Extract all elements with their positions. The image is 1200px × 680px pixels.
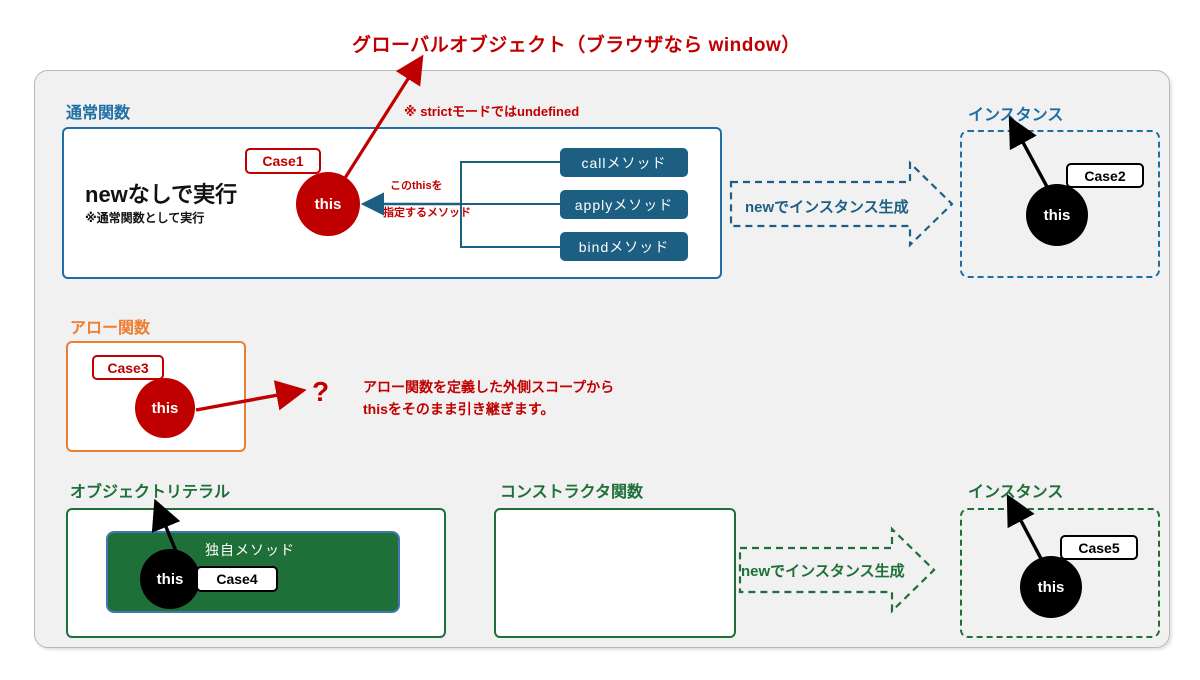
arrow-function-note-line1: アロー関数を定義した外側スコープから (363, 379, 615, 395)
section-caption-normal-function: 通常関数 (66, 105, 131, 122)
instance-bottom-panel (960, 508, 1160, 638)
method-pill-call[interactable]: callメソッド (560, 148, 688, 177)
method-note-line2: 指定するメソッド (383, 207, 471, 219)
case5-label: Case5 (1060, 535, 1138, 560)
this-circle-case5: this (1020, 556, 1082, 618)
case1-label: Case1 (245, 148, 321, 174)
exec-without-new-subtitle: ※通常関数として実行 (85, 211, 205, 225)
arrow-function-note-line2: thisをそのまま引き継ぎます。 (363, 401, 555, 417)
case4-label: Case4 (196, 566, 278, 592)
new-instance-arrow-label-top: newでインスタンス生成 (745, 199, 909, 216)
own-method-label: 独自メソッド (205, 542, 295, 558)
strict-mode-note: ※ strictモードではundefined (404, 104, 580, 119)
section-caption-constructor-function: コンストラクタ関数 (500, 484, 644, 501)
new-instance-arrow-label-bottom: newでインスタンス生成 (741, 563, 905, 580)
instance-top-panel (960, 130, 1160, 278)
section-caption-object-literal: オブジェクトリテラル (70, 484, 231, 501)
this-circle-case4: this (140, 549, 200, 609)
this-circle-case3: this (135, 378, 195, 438)
this-circle-case1: this (296, 172, 360, 236)
this-circle-case2: this (1026, 184, 1088, 246)
constructor-function-panel (494, 508, 736, 638)
method-pill-apply[interactable]: applyメソッド (560, 190, 688, 219)
question-mark-icon: ? (312, 376, 330, 407)
section-caption-arrow-function: アロー関数 (70, 320, 151, 337)
exec-without-new-title: newなしで実行 (85, 182, 238, 207)
method-note-line1: このthisを (390, 180, 443, 192)
section-caption-instance-top: インスタンス (968, 107, 1064, 124)
case3-label: Case3 (92, 355, 164, 380)
method-pill-bind[interactable]: bindメソッド (560, 232, 688, 261)
section-caption-instance-bottom: インスタンス (968, 484, 1064, 501)
global-object-title: グローバルオブジェクト（ブラウザなら window） (352, 35, 801, 56)
case2-label: Case2 (1066, 163, 1144, 188)
